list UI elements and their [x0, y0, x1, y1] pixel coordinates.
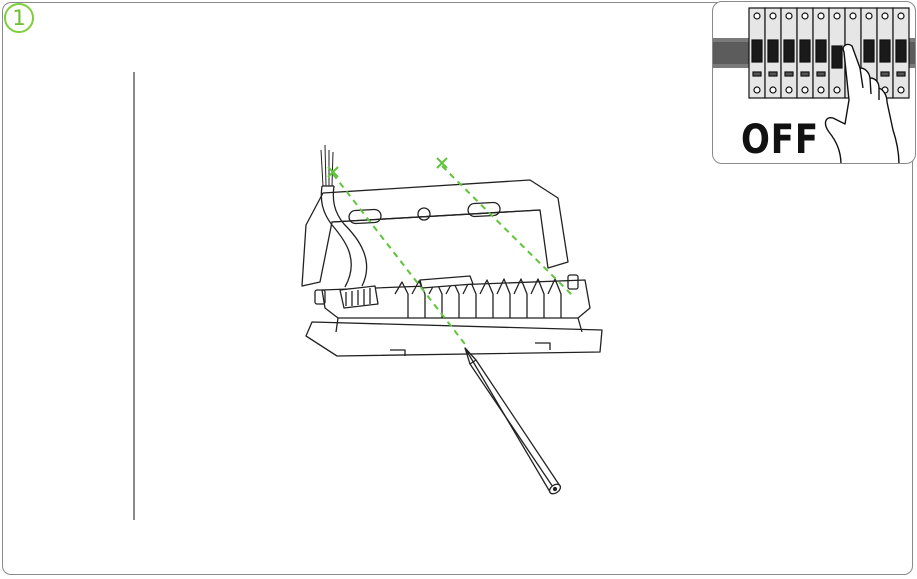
drill-mark-icon — [328, 158, 447, 177]
floodlight-housing — [306, 275, 602, 356]
breaker-inset: OFF — [712, 1, 916, 164]
off-label: OFF — [741, 120, 819, 160]
pencil-icon — [465, 348, 562, 496]
mounting-bracket — [302, 180, 568, 286]
